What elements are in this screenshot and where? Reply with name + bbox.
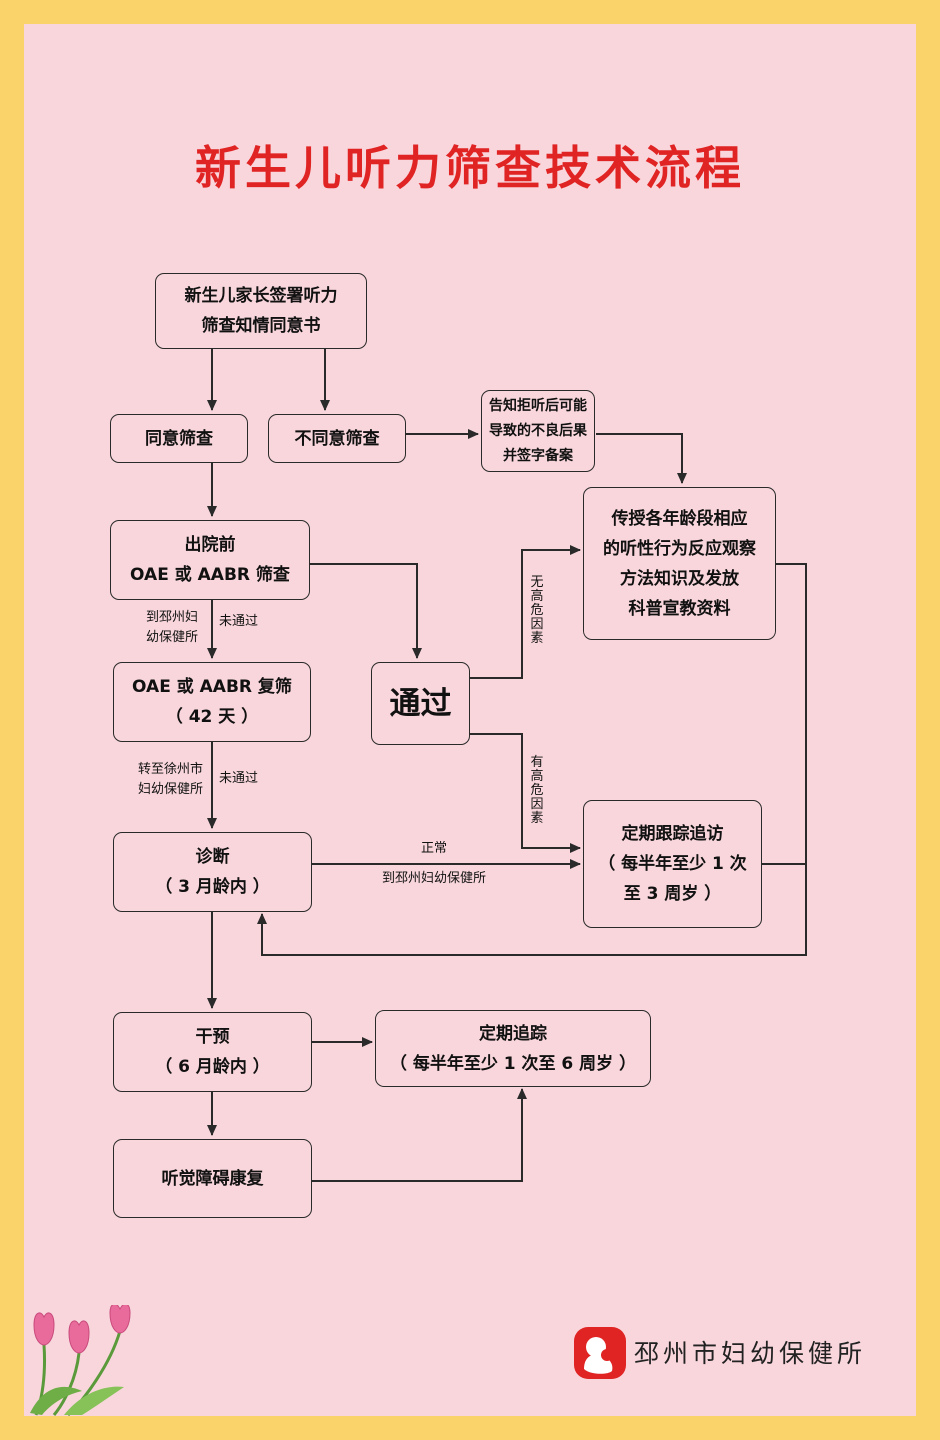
org-name: 邳州市妇幼保健所 — [634, 1339, 867, 1368]
arrow-predischarge-pass — [310, 563, 422, 659]
label-not-pass-2: 未通过 — [219, 771, 259, 786]
node-pass: 通过 — [371, 662, 470, 745]
node-followup: 定期跟踪追访 （ 每半年至少 1 次 至 3 周岁 ） — [583, 800, 762, 928]
label-no-risk: 无高危因素 — [530, 575, 544, 646]
node-consent: 新生儿家长签署听力 筛查知情同意书 — [155, 273, 367, 349]
arrow-pass-teach — [470, 545, 581, 679]
page-title: 新生儿听力筛查技术流程 — [195, 141, 745, 195]
node-agree: 同意筛查 — [110, 414, 248, 463]
label-to-xuzhou: 转至徐州市 妇幼保健所 — [138, 762, 204, 797]
tulip-decoration — [30, 1305, 131, 1417]
node-rehab: 听觉障碍康复 — [113, 1139, 312, 1218]
arrow-loop-diagnosis — [257, 563, 807, 956]
node-diagnosis: 诊断 （ 3 月龄内 ） — [113, 832, 312, 912]
node-tracking: 定期追踪 （ 每半年至少 1 次至 6 周岁 ） — [375, 1010, 651, 1087]
node-inform: 告知拒听后可能 导致的不良后果 并签字备案 — [481, 390, 595, 472]
arrow-inform-teach — [596, 433, 687, 484]
label-high-risk: 有高危因素 — [530, 755, 544, 826]
org-logo-icon — [574, 1327, 626, 1379]
mother-child-logo-icon — [584, 1337, 613, 1374]
node-pre-discharge: 出院前 OAE 或 AABR 筛查 — [110, 520, 310, 600]
node-intervention: 干预 （ 6 月龄内 ） — [113, 1012, 312, 1092]
label-to-pizhou: 到邳州妇 幼保健所 — [146, 610, 199, 645]
arrow-pass-followup — [470, 733, 581, 853]
label-normal-to: 到邳州妇幼保健所 — [382, 871, 487, 886]
node-rescreen: OAE 或 AABR 复筛 （ 42 天 ） — [113, 662, 311, 742]
node-teach: 传授各年龄段相应 的听性行为反应观察 方法知识及发放 科普宣教资料 — [583, 487, 776, 640]
label-not-pass-1: 未通过 — [219, 614, 259, 629]
node-disagree: 不同意筛查 — [268, 414, 406, 463]
arrow-rehab-tracking — [312, 1088, 527, 1182]
label-normal: 正常 — [421, 841, 448, 856]
